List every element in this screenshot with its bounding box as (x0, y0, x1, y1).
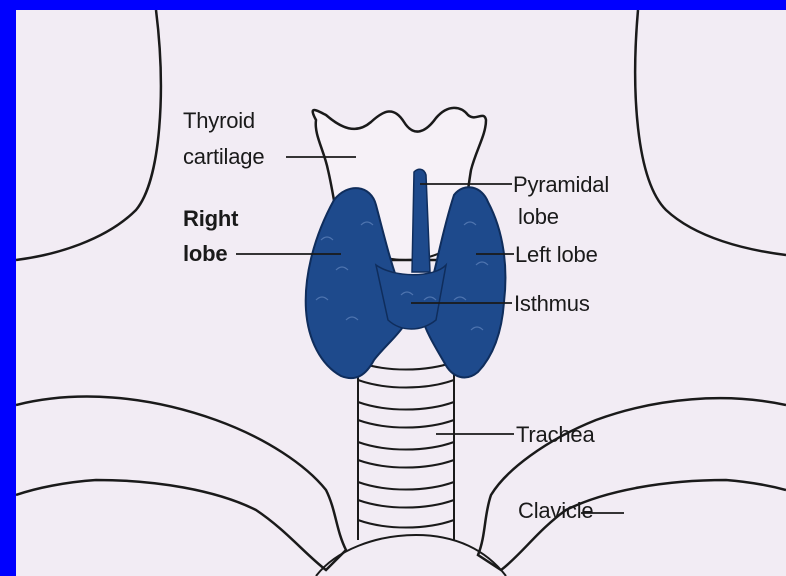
label-left-lobe: Left lobe (515, 242, 598, 267)
label-thyroid-cartilage-line2: cartilage (183, 144, 264, 169)
label-right-lobe-line1: Right (183, 206, 238, 231)
label-thyroid-cartilage-line1: Thyroid (183, 108, 255, 133)
thyroid-anatomy-drawing (16, 10, 786, 576)
label-right-lobe-line2: lobe (183, 241, 227, 266)
clavicle-left (16, 397, 346, 570)
neck-outline-right (635, 10, 786, 255)
label-isthmus: Isthmus (514, 291, 590, 316)
neck-outline-left (16, 10, 161, 260)
label-clavicle: Clavicle (518, 498, 593, 523)
label-pyramidal-lobe-line2: lobe (518, 204, 559, 229)
diagram-panel: Thyroid cartilage Right lobe Pyramidal l… (16, 10, 786, 576)
label-pyramidal-lobe-line1: Pyramidal (513, 172, 609, 197)
label-trachea: Trachea (516, 422, 595, 447)
trachea (358, 340, 454, 540)
